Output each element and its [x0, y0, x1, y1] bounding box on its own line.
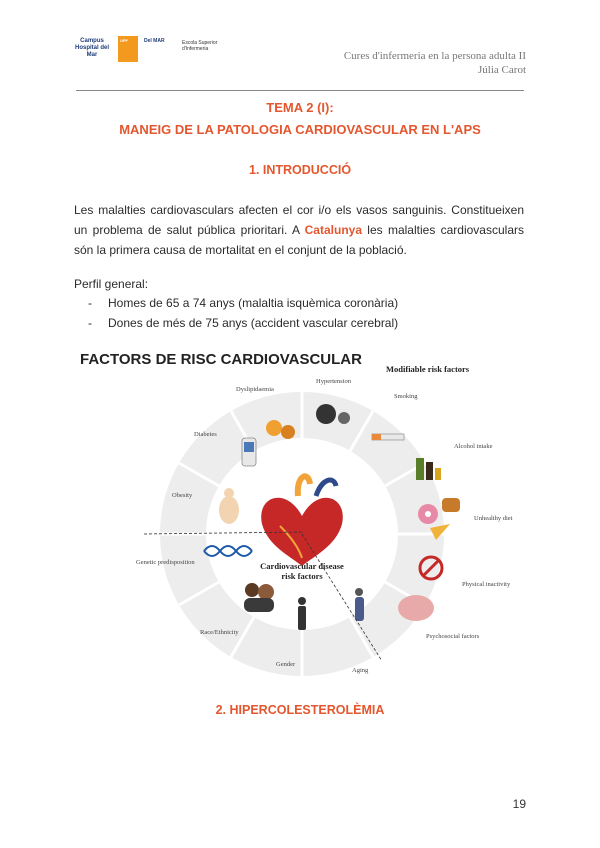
- risk-factors-diagram: FACTORS DE RISC CARDIOVASCULAR Modifiabl…: [80, 351, 513, 676]
- label-hypertension: Hypertension: [316, 378, 352, 385]
- ring-dividers: [160, 392, 444, 676]
- risk-factors-figure: FACTORS DE RISC CARDIOVASCULAR Modifiabl…: [76, 346, 526, 676]
- aging-icon: [355, 588, 364, 621]
- obesity-icon: [219, 488, 239, 524]
- smoking-icon: [371, 433, 405, 441]
- campus-logo: Campus Hospital del Mar: [74, 38, 109, 58]
- label-aging: Aging: [352, 667, 369, 674]
- dna-icon: [203, 545, 253, 557]
- highlight-catalunya: Catalunya: [304, 223, 362, 237]
- label-gender: Gender: [276, 661, 296, 668]
- label-smoking: Smoking: [394, 393, 418, 400]
- perfil-label: Perfil general:: [74, 277, 149, 291]
- school-logo: Escola Superior d'Infermeria: [182, 40, 218, 52]
- label-genetic: Genetic predisposition: [136, 559, 195, 566]
- center-label-1: Cardiovascular disease: [260, 561, 344, 571]
- label-alcohol: Alcohol intake: [454, 443, 493, 450]
- heart-icon: [261, 473, 343, 566]
- title-line-1: TEMA 2 (I):: [266, 100, 334, 115]
- header-rule: [76, 90, 524, 91]
- center-label-2: risk factors: [281, 571, 323, 581]
- section-heading-hipercolesterolemia: 2. HIPERCOLESTEROLÈMIA: [215, 703, 385, 717]
- modifiable-label: Modifiable risk factors: [386, 364, 470, 374]
- label-dyslipidaemia: Dyslipidaemia: [236, 386, 274, 393]
- gender-icon: [298, 597, 306, 630]
- upf-logo: UPF: [118, 36, 138, 62]
- brain-icon: [398, 595, 434, 621]
- section-heading-intro: 1. INTRODUCCIÓ: [248, 163, 352, 177]
- list-item: Homes de 65 a 74 anys (malaltia isquèmic…: [88, 293, 398, 313]
- alcohol-icon: [416, 458, 441, 480]
- divider-left: [143, 531, 303, 535]
- label-obesity: Obesity: [172, 492, 193, 499]
- author-name: Júlia Carot: [478, 64, 526, 76]
- lipids-icon: [266, 420, 295, 439]
- glucometer-icon: [241, 437, 257, 467]
- label-race: Race/Ethnicity: [200, 629, 239, 636]
- hypertension-icon: [316, 404, 350, 424]
- label-diabetes: Diabetes: [194, 431, 217, 438]
- diet-icon: [418, 498, 460, 540]
- label-inactivity: Physical inactivity: [462, 581, 511, 588]
- mar-logo: Del MAR: [144, 38, 165, 44]
- intro-paragraph: Les malalties cardiovasculars afecten el…: [74, 203, 524, 257]
- label-psychosocial: Psychosocial factors: [426, 633, 480, 640]
- page-number: 19: [512, 797, 526, 811]
- perfil-list: Homes de 65 a 74 anys (malaltia isquèmic…: [88, 293, 398, 333]
- title-line-2: MANEIG DE LA PATOLOGIA CARDIOVASCULAR EN…: [119, 122, 481, 137]
- course-name: Cures d'infermeria en la persona adulta …: [343, 50, 526, 62]
- divider-right: [301, 533, 383, 662]
- figure-title: FACTORS DE RISC CARDIOVASCULAR: [80, 351, 362, 368]
- header-info: Cures d'infermeria en la persona adulta …: [344, 49, 526, 77]
- race-icon: [244, 583, 274, 612]
- list-item: Dones de més de 75 anys (accident vascul…: [88, 313, 398, 333]
- label-diet: Unhealthy diet: [474, 515, 513, 522]
- document-title: TEMA 2 (I): MANEIG DE LA PATOLOGIA CARDI…: [0, 97, 600, 141]
- inactivity-icon: [418, 555, 444, 581]
